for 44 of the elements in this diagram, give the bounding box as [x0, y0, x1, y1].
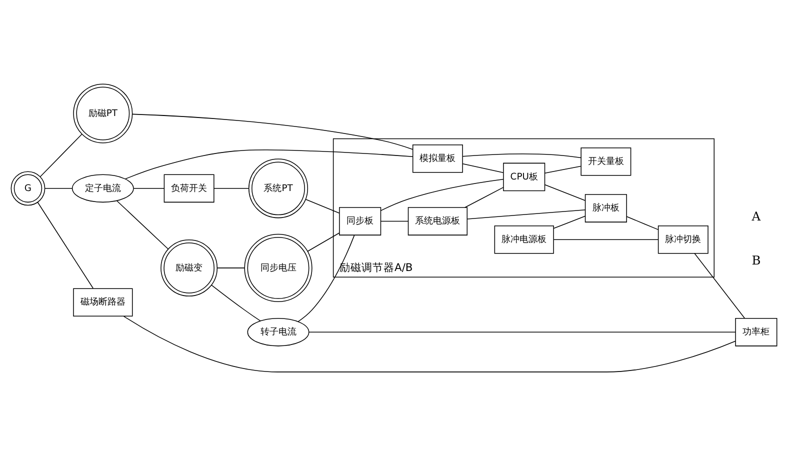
connector: [307, 232, 340, 252]
node-box: 系统电源板: [408, 206, 468, 235]
connector: [544, 165, 582, 173]
node-box: 磁场断路器: [73, 288, 133, 316]
node-box: 脉冲板: [584, 194, 627, 222]
connector: [123, 315, 736, 372]
connector: [464, 186, 504, 208]
connector: [380, 178, 504, 210]
connector: [216, 267, 245, 268]
connector: [553, 238, 658, 240]
connector: [40, 133, 82, 177]
connector: [380, 220, 409, 222]
node-circle: 同步电压: [244, 233, 312, 302]
node-box: 功率柜: [735, 318, 778, 346]
connector: [553, 215, 586, 228]
connector: [116, 200, 169, 249]
node-box: 脉冲切换: [658, 225, 708, 254]
node-ellipse: 定子电流: [72, 174, 134, 202]
connector: [462, 152, 582, 158]
connector: [462, 162, 504, 172]
node-box: 负荷开关: [164, 174, 214, 202]
connector: [211, 284, 261, 321]
connector: [132, 113, 414, 150]
node-box: 脉冲电源板: [494, 225, 554, 254]
connector: [298, 234, 355, 322]
label: B: [752, 253, 761, 268]
node-circle: 励磁PT: [73, 83, 133, 143]
node-circle: 励磁变: [160, 238, 218, 296]
node-box: 开关量板: [580, 147, 632, 176]
connector: [305, 198, 340, 213]
connector: [544, 184, 586, 200]
node-circle: G: [10, 170, 46, 206]
connector: [467, 208, 586, 219]
connector: [37, 202, 94, 288]
label: A: [752, 208, 761, 223]
node-box: 同步板: [339, 206, 382, 235]
connector: [694, 252, 746, 318]
connector: [308, 331, 736, 332]
node-circle: 系统PT: [248, 158, 308, 218]
connector: [626, 216, 658, 230]
node-box: 模拟量板: [412, 144, 463, 172]
node-ellipse: 转子电流: [247, 318, 310, 346]
node-box: CPU板: [503, 162, 546, 191]
connector: [125, 149, 414, 179]
